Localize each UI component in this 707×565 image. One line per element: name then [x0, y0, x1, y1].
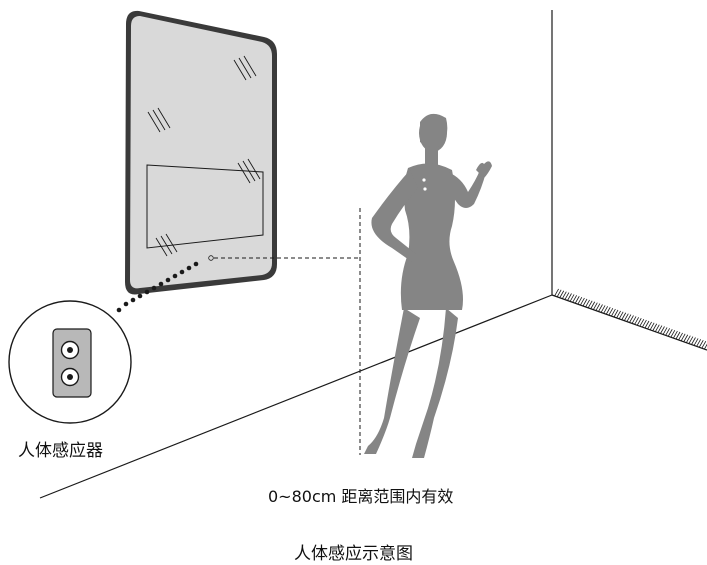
hatch-stroke [598, 304, 603, 312]
sensor-callout [8, 261, 199, 424]
hatch-stroke [665, 328, 671, 336]
hatch-stroke [608, 307, 614, 316]
hatch-stroke [556, 289, 562, 298]
hatch-stroke [572, 295, 578, 303]
hatch-stroke [582, 298, 588, 307]
hatch-stroke [592, 302, 598, 310]
detection-range-label: 0~80cm 距离范围内有效 [268, 487, 454, 506]
hatch-stroke [685, 335, 691, 343]
hatch-stroke [688, 336, 694, 344]
hatch-stroke [636, 318, 642, 326]
woman-details [422, 178, 427, 191]
glass-reflection-marks [147, 55, 261, 257]
hatch-stroke [605, 307, 611, 315]
hatch-stroke [626, 314, 632, 322]
hatch-stroke [621, 312, 627, 320]
hatch-stroke [574, 296, 580, 304]
hatch-stroke [564, 292, 570, 300]
hatch-stroke [652, 323, 658, 331]
hatch-stroke [683, 334, 689, 342]
hatch-stroke [561, 291, 567, 299]
hatch-stroke [696, 339, 702, 347]
detection-range-lines [214, 208, 361, 455]
hatch-stroke [639, 318, 645, 327]
hatch-stroke [698, 340, 704, 348]
hatch-stroke [680, 333, 686, 342]
hatch-stroke [657, 325, 663, 333]
hatch-stroke [654, 324, 660, 332]
hatch-stroke [595, 303, 601, 311]
floor-hatching [554, 288, 707, 350]
hatch-stroke [613, 309, 619, 318]
hatch-stroke [673, 330, 678, 339]
floor-edge-line [39, 294, 553, 499]
hatch-stroke [559, 290, 565, 298]
hatch-stroke [611, 308, 616, 317]
hatch-stroke [603, 306, 609, 314]
hatch-stroke [577, 296, 583, 305]
diagram-caption: 人体感应示意图 [294, 544, 413, 564]
hatch-stroke [662, 327, 668, 335]
hatch-stroke [569, 294, 575, 302]
hatch-stroke [631, 316, 637, 324]
hatch-stroke [580, 297, 585, 306]
hatch-stroke [693, 338, 699, 346]
room [39, 10, 707, 499]
hatch-stroke [660, 326, 665, 334]
mirror-display-area [146, 164, 264, 249]
hatch-stroke [691, 337, 696, 345]
hatch-stroke [618, 311, 624, 320]
mirror-sensor-dot [208, 255, 214, 261]
hatch-stroke [667, 329, 673, 337]
hatch-stroke [585, 299, 590, 308]
hatch-stroke [623, 313, 629, 321]
hatch-stroke [704, 343, 707, 350]
hatch-stroke [629, 315, 634, 323]
hatch-stroke [642, 319, 647, 328]
hatch-stroke [600, 305, 606, 313]
sensor-label: 人体感应器 [18, 441, 103, 461]
hatch-stroke [590, 301, 596, 309]
dotted-leader-line [116, 261, 199, 313]
sensor-plate [52, 328, 92, 398]
mirror-glass [130, 16, 272, 289]
hatch-stroke [670, 329, 676, 338]
hatch-stroke [649, 322, 655, 331]
hatch-stroke [644, 320, 650, 329]
hatch-stroke [647, 321, 652, 330]
hatch-stroke [701, 340, 707, 349]
hatch-stroke [616, 310, 621, 319]
hatch-stroke [678, 332, 683, 341]
woman-silhouette [364, 113, 492, 458]
hatch-stroke [634, 317, 640, 325]
hatch-stroke [554, 288, 559, 297]
hatch-stroke [587, 300, 593, 309]
mirror [125, 10, 277, 295]
hatch-stroke [567, 293, 572, 301]
hatch-stroke [675, 331, 681, 340]
